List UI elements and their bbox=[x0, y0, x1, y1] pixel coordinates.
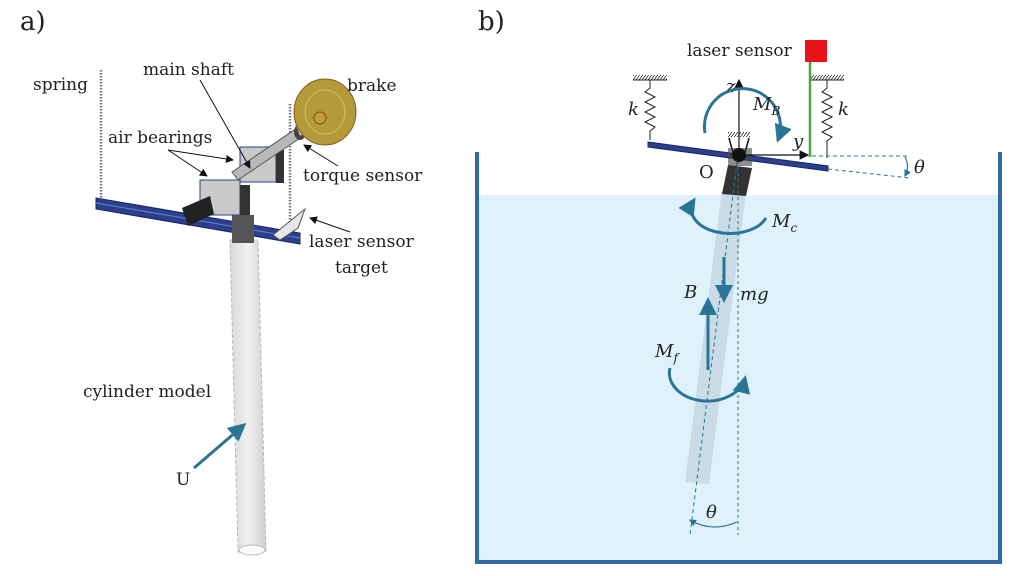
label-mg: mg bbox=[740, 284, 769, 305]
arrow-laser-target bbox=[309, 216, 351, 233]
spring-left bbox=[643, 80, 657, 140]
arrow-torque-sensor bbox=[303, 144, 339, 167]
label-spring: spring bbox=[33, 75, 88, 95]
label-air-bearings: air bearings bbox=[108, 128, 212, 148]
label-Mc: Mc bbox=[771, 211, 797, 235]
label-Mf: Mf bbox=[654, 341, 680, 365]
label-laser-target-2: target bbox=[335, 258, 388, 278]
label-theta-top: θ bbox=[914, 157, 925, 178]
label-laser-sensor: laser sensor bbox=[687, 41, 793, 61]
label-k-right: k bbox=[838, 99, 849, 120]
angle-arc-top bbox=[904, 156, 911, 178]
label-cylinder-model: cylinder model bbox=[83, 382, 211, 402]
cylinder-end bbox=[238, 544, 266, 556]
label-B: B bbox=[683, 282, 697, 303]
moment-Mc-arrow bbox=[678, 197, 768, 235]
moment-MB-arrow bbox=[702, 87, 792, 143]
label-laser-target-1: laser sensor bbox=[309, 232, 415, 252]
cylinder-axis bbox=[689, 154, 739, 536]
flow-arrow bbox=[193, 423, 247, 470]
panel-b: b) k k laser sensor O z bbox=[475, 7, 1002, 564]
label-main-shaft: main shaft bbox=[143, 60, 234, 80]
tank bbox=[475, 152, 1002, 564]
label-MB: MB bbox=[752, 94, 780, 118]
spring-left-mount bbox=[633, 75, 667, 80]
label-origin: O bbox=[699, 162, 714, 183]
panel-b-label: b) bbox=[478, 7, 505, 37]
laser-sensor bbox=[805, 40, 827, 62]
label-flow-U: U bbox=[176, 470, 190, 490]
label-y: y bbox=[792, 131, 804, 152]
laser-target-plate bbox=[272, 207, 307, 241]
cylinder-clamp bbox=[722, 165, 752, 196]
arrow-main-shaft bbox=[199, 79, 251, 169]
bearing-mount bbox=[182, 196, 214, 226]
water bbox=[478, 195, 1000, 561]
label-theta-bottom: θ bbox=[706, 502, 717, 523]
label-torque-sensor: torque sensor bbox=[303, 166, 423, 186]
arrow-air-bearing-upper bbox=[167, 149, 234, 163]
cylinder-model bbox=[229, 239, 267, 553]
spring-right bbox=[820, 80, 834, 158]
spring-right-mount bbox=[810, 75, 844, 80]
brake bbox=[293, 78, 357, 146]
angle-arc-bottom bbox=[688, 519, 738, 528]
arrow-air-bearing-lower bbox=[167, 149, 208, 177]
panel-a-label: a) bbox=[20, 7, 46, 37]
moment-Mf-arrow bbox=[667, 367, 751, 403]
label-k-left: k bbox=[628, 99, 639, 120]
label-z: z bbox=[725, 76, 736, 97]
label-brake: brake bbox=[347, 76, 397, 96]
panel-a: a) spring main shaft brake air bbox=[20, 7, 423, 556]
